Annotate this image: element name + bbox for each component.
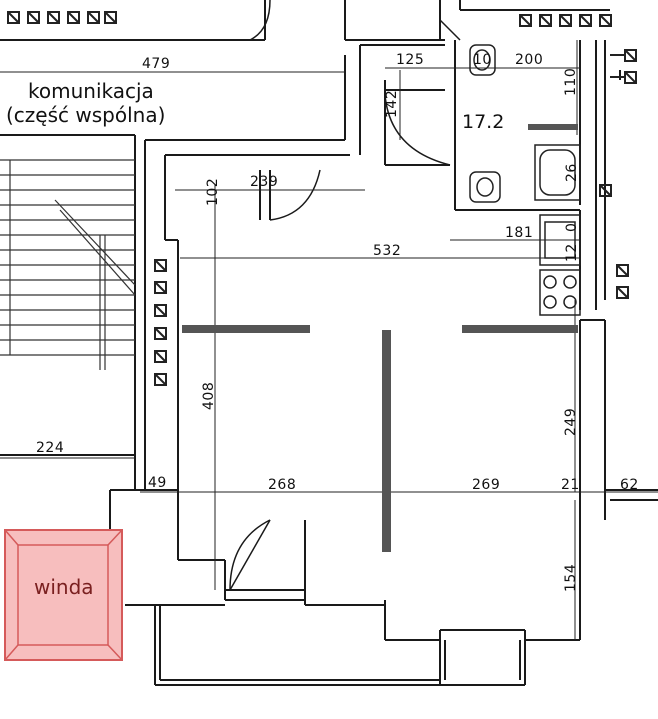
doors [229,0,461,591]
staircase [0,159,136,370]
bathroom-fixtures [469,44,581,316]
cooktop [539,269,581,316]
toilet-top [469,44,496,76]
dim-12: 12 [564,243,580,262]
right-window-markers [599,49,637,299]
dim-49: 49 [148,475,167,491]
dim-532: 532 [373,243,401,259]
dim-102: 102 [205,178,221,206]
dim-10: 10 [473,52,492,68]
room-area-label: 17.2 [462,111,504,133]
dim-21: 21 [561,477,580,493]
top-left-window-markers [7,11,117,24]
dim-26: 26 [564,163,580,182]
partition-markers [182,124,578,552]
partition-right [462,325,578,333]
toilet-bottom [469,171,501,203]
top-right-window-markers [519,14,612,27]
dim-0: 0 [564,223,580,232]
dim-62: 62 [620,477,639,493]
dim-181: 181 [505,225,533,241]
elevator: winda [4,529,123,661]
dim-408: 408 [201,382,217,410]
partition-bathroom [528,124,578,130]
dim-125: 125 [396,52,424,68]
dim-154: 154 [563,564,579,592]
kitchen-sink [539,214,581,266]
dim-110: 110 [563,68,579,96]
partition-center [382,330,391,552]
dim-269: 269 [472,477,500,493]
dim-142: 142 [384,90,400,118]
common-area-label-line2: (część wspólna) [6,103,165,127]
common-area-label-line1: komunikacja [28,79,154,103]
left-window-markers [154,259,167,386]
partition-left [182,325,310,333]
dimension-labels: 479 125 10 200 239 181 532 224 49 268 26… [36,52,639,592]
dim-249: 249 [563,408,579,436]
dim-239: 239 [250,174,278,190]
sink [534,144,581,201]
dim-479: 479 [142,56,170,72]
elevator-label: winda [34,575,94,599]
dim-224: 224 [36,440,64,456]
dim-268: 268 [268,477,296,493]
dimension-lines [0,40,658,640]
dim-200: 200 [515,52,543,68]
